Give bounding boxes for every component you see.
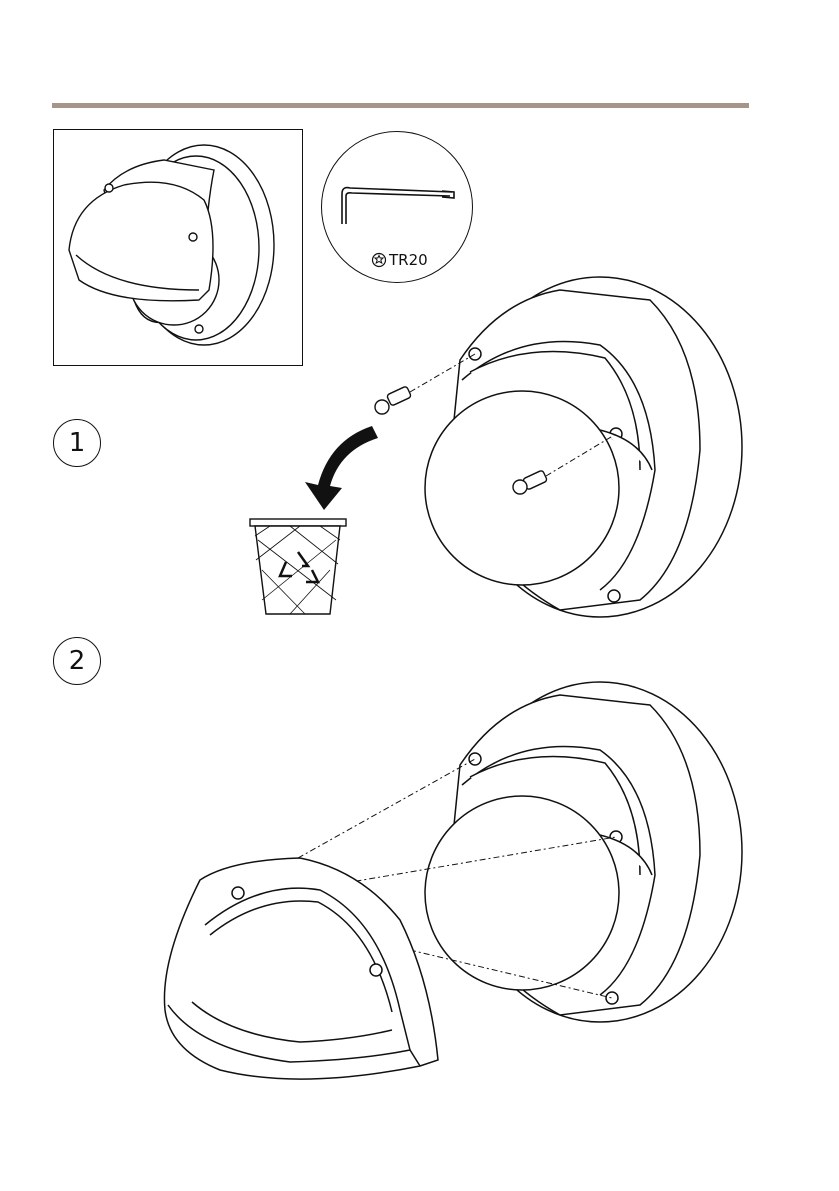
tool-label: TR20 [371,251,428,269]
overview-image [53,129,303,366]
recycle-bin-icon [250,519,346,614]
step-1-marker: 1 [53,419,101,467]
torx-star-icon [371,252,387,268]
step-2-number: 2 [69,646,86,676]
step-2-marker: 2 [53,637,101,685]
header-rule [52,103,749,108]
dome-camera-with-shield-icon [54,130,304,367]
dome-camera-icon [425,682,742,1022]
weathershield-icon [164,858,438,1079]
screw-icon [375,386,548,494]
step-1-number: 1 [69,428,86,458]
dome-camera-icon [425,277,742,617]
tool-size-text: TR20 [389,251,428,269]
curved-arrow-icon [305,426,378,510]
